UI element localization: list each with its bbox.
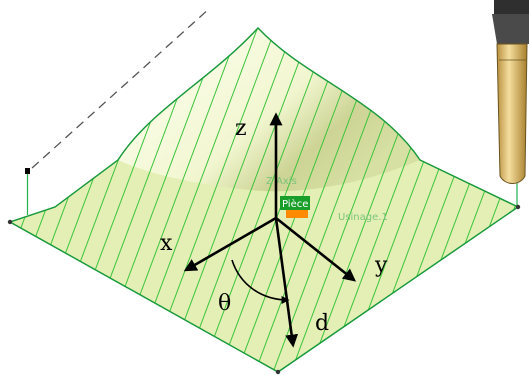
x-axis-arrow [183,216,277,272]
toolpath-stripe [10,28,17,372]
usinage-cad-label: Usinage.1 [338,212,388,223]
x-axis-label: x [160,231,173,256]
part-cad-label: Pièce [282,198,308,210]
corner-dot-right [515,204,521,210]
d-direction-arrow [274,217,299,348]
part-label-background [280,196,310,210]
corner-dot-left [7,219,13,225]
theta-angle-arc [231,259,290,304]
left-post-marker [25,168,30,174]
usinage-tag-marker [286,210,308,218]
dashed-construction-line [31,7,211,169]
toolpath-stripe [10,28,71,372]
y-axis-label: y [374,253,388,278]
z-axis-cad-label: Z Axis [266,176,297,187]
end-mill-tool-icon [492,0,529,184]
theta-label: θ [218,291,231,316]
z-axis-label: z [235,116,247,141]
toolpath-stripe [10,28,89,372]
corner-dot-bottom [275,369,281,375]
xyz-triad-icon [183,112,357,348]
d-label: d [315,311,329,336]
toolpath-stripe [163,28,305,372]
cad-annotations: Z Axis Pièce Usinage.1 [266,176,388,223]
toolpath-stripe [10,28,53,372]
toolpath-stripe [10,28,35,372]
y-axis-arrow [275,216,357,282]
